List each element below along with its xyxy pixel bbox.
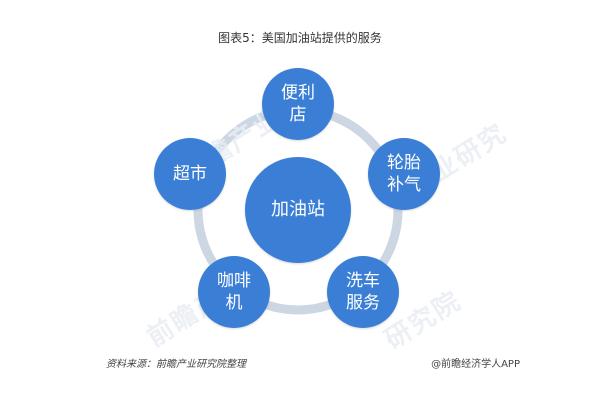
service-node-label: 轮胎 补气 — [387, 153, 421, 195]
service-node-convenience-store: 便利 店 — [262, 68, 334, 140]
center-node-gas-station: 加油站 — [245, 157, 351, 263]
source-note: 资料来源：前瞻产业研究院整理 — [106, 359, 246, 370]
service-node-label: 咖啡 机 — [217, 271, 251, 313]
service-node-label: 便利 店 — [281, 83, 315, 125]
center-node-label: 加油站 — [271, 199, 325, 220]
service-node-coffee-machine: 咖啡 机 — [198, 256, 270, 328]
service-node-supermarket: 超市 — [154, 138, 226, 210]
credit-note: @前瞻经济学人APP — [431, 359, 520, 370]
service-node-tire-inflation: 轮胎 补气 — [368, 138, 440, 210]
service-node-car-wash: 洗车 服务 — [327, 256, 399, 328]
service-node-label: 超市 — [173, 164, 207, 184]
figure-title: 图表5：美国加油站提供的服务 — [218, 31, 382, 45]
service-node-label: 洗车 服务 — [346, 271, 380, 313]
